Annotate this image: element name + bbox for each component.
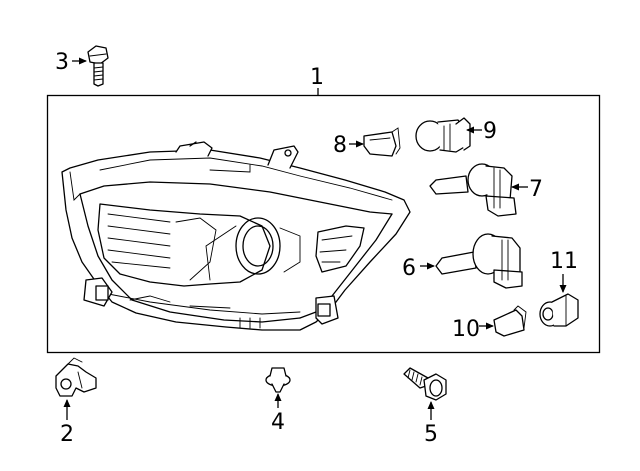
part-7-bulb-icon: [429, 163, 517, 217]
headlamp-assembly-icon: [61, 141, 411, 331]
callout-1: 1: [310, 65, 324, 90]
callout-5: 5: [424, 422, 438, 447]
callout-6: 6: [402, 256, 416, 281]
part-11-socket-icon: [539, 293, 579, 327]
part-9-bulb-icon: [415, 117, 471, 153]
callout-8: 8: [333, 133, 347, 158]
callout-11: 11: [550, 249, 578, 274]
callout-7: 7: [529, 177, 543, 202]
part-5-bolt-icon: [403, 367, 447, 401]
part-10-bulb-icon: [493, 305, 527, 337]
part-2-bracket-icon: [55, 357, 97, 397]
callout-10: 10: [452, 317, 480, 342]
part-6-bulb-icon: [435, 233, 523, 289]
callout-2: 2: [60, 422, 74, 447]
part-8-bulb-icon: [363, 127, 401, 157]
part-3-bolt-icon: [87, 45, 109, 87]
assembly-frame: [46, 94, 601, 354]
callout-4: 4: [271, 410, 285, 435]
callout-9: 9: [483, 119, 497, 144]
part-4-clip-icon: [265, 367, 291, 393]
callout-3: 3: [55, 50, 69, 75]
